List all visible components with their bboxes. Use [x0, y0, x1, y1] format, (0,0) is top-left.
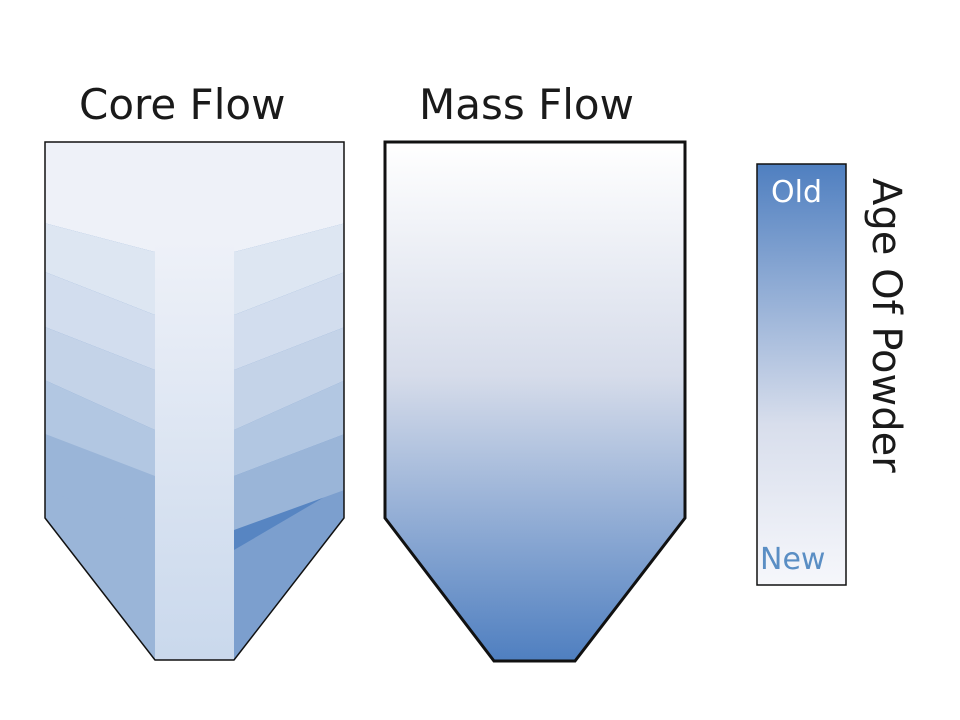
legend-title: Age Of Powder	[863, 178, 909, 473]
core-band-4-left	[45, 378, 155, 476]
core-band-1-left	[45, 222, 155, 315]
core-band-5-left-fill	[45, 432, 155, 530]
core-top-layer	[45, 142, 344, 252]
core-band-2-right	[234, 270, 344, 370]
core-flow-silo-outline	[44, 141, 345, 661]
core-band-5-right-fill	[234, 432, 344, 530]
core-band-4-right	[234, 378, 344, 476]
legend-old-label: Old	[771, 175, 822, 210]
mass-flow-silo	[383, 140, 687, 663]
core-band-3-left	[45, 325, 155, 430]
core-band-2-left	[45, 270, 155, 370]
legend-new-label: New	[760, 542, 826, 577]
core-flow-title: Core Flow	[79, 80, 286, 129]
core-band-1-right	[234, 222, 344, 315]
core-flow-stream	[155, 240, 234, 660]
core-band-3-right	[234, 325, 344, 430]
legend-gradient-bar	[756, 163, 847, 586]
core-flow-layers	[45, 142, 344, 660]
mass-flow-title: Mass Flow	[419, 80, 634, 129]
